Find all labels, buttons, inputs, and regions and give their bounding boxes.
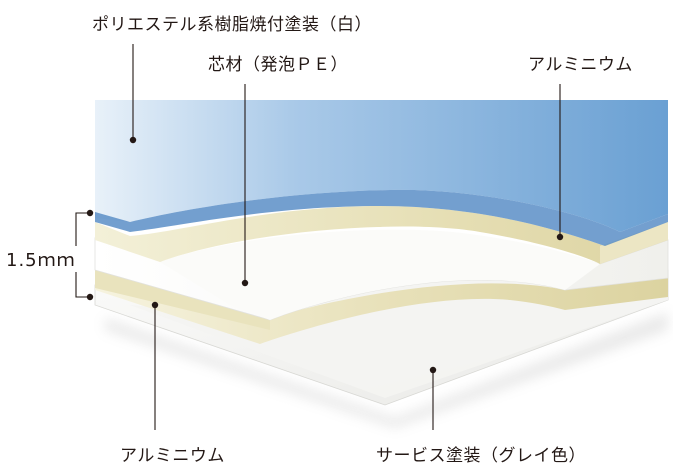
panel-shadow — [105, 312, 668, 428]
aluminum-bottom-leader — [151, 301, 159, 430]
core-label: 芯材（発泡ＰＥ） — [208, 55, 348, 75]
core-curved-face — [160, 229, 600, 320]
core-leader — [241, 84, 249, 287]
aluminum-top-leader — [556, 84, 564, 241]
aluminum-top-label: アルミニウム — [528, 55, 633, 75]
service-coating-label: サービス塗装（グレイ色） — [376, 445, 586, 466]
aluminum-top-layer — [95, 206, 668, 264]
aluminum-bottom-layer — [95, 268, 668, 344]
top-coating-edge — [95, 189, 668, 246]
aluminum-bottom-label: アルミニウム — [120, 446, 225, 466]
aluminum-top-front — [600, 222, 668, 264]
thickness-bracket — [75, 209, 94, 301]
top-coating-label: ポリエステル系樹脂焼付塗装（白） — [92, 14, 372, 35]
aluminum-bottom-face — [95, 268, 270, 330]
thickness-label: 1.5ｍｍ — [6, 250, 76, 271]
top-coating-leader — [129, 44, 137, 144]
top-coating-layer — [95, 100, 668, 232]
service-coating-leader — [429, 366, 437, 430]
